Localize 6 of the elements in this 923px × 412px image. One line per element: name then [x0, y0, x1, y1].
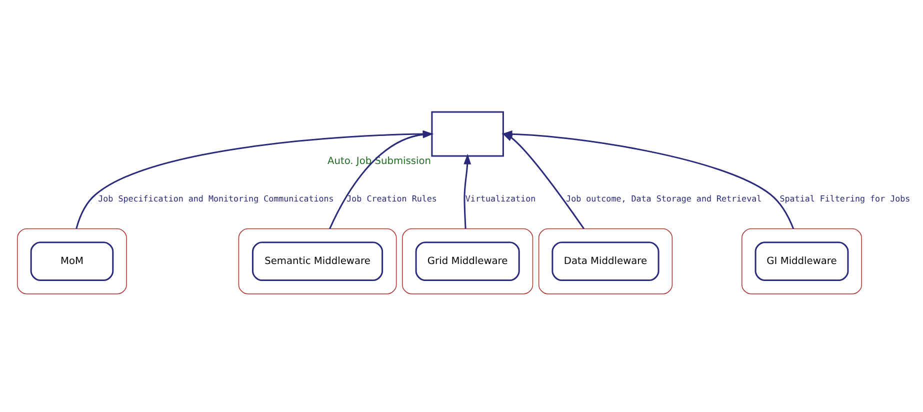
node-label: Auto. Job Submission [327, 156, 432, 167]
edge-label: Job Specification and Monitoring Communications [98, 193, 334, 204]
edge-label: Spatial Filtering for Jobs [780, 193, 910, 204]
edge-label: Job outcome, Data Storage and Retrieval [566, 193, 762, 204]
edge-label: Job Creation Rules [346, 193, 437, 204]
edge-label: Virtualization [465, 193, 536, 204]
